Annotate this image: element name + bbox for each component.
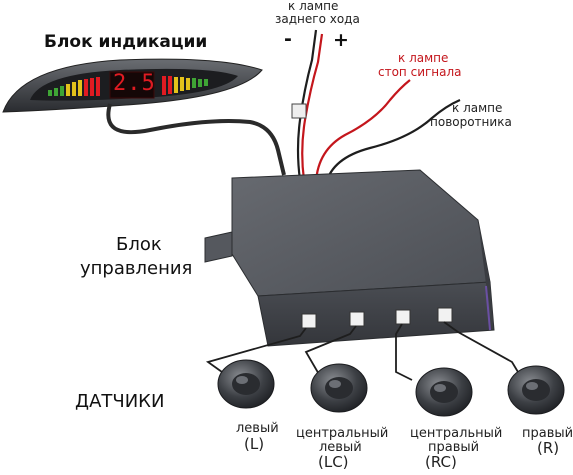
display-unit — [2, 58, 286, 176]
control-unit-top — [231, 169, 491, 297]
control-unit-label-1: Блок — [116, 234, 162, 255]
turn-lamp-wire — [324, 98, 461, 185]
sensor-lc-code: (LC) — [318, 453, 349, 471]
reverse-lamp-label-2: заднего хода — [275, 12, 360, 26]
wires — [291, 29, 461, 185]
reverse-lamp-wire-black — [296, 29, 318, 181]
sensor-lc-name-1: центральный — [296, 426, 389, 441]
left-bar-graph — [48, 77, 100, 96]
brake-lamp-wire — [314, 79, 411, 183]
sensor-l — [217, 359, 275, 409]
minus-sign: - — [284, 28, 292, 50]
connector-rc — [395, 309, 411, 325]
sensor-lc-name-2: левый — [319, 440, 362, 455]
sensor-r — [507, 365, 565, 415]
sensor-rc — [415, 367, 473, 417]
control-unit-label-2: управления — [80, 258, 193, 279]
control-unit — [204, 169, 495, 347]
turn-lamp-label-2: поворотника — [430, 115, 512, 129]
reverse-lamp-wire-red — [301, 33, 324, 181]
sensor-l-name: левый — [236, 421, 279, 436]
display-cable — [106, 103, 286, 176]
plus-sign: + — [333, 29, 349, 51]
sensor-rc-code: (RC) — [425, 453, 457, 471]
reverse-lamp-label-1: к лампе — [288, 0, 339, 13]
sensor-rc-name-1: центральный — [410, 426, 503, 441]
connector-r — [437, 307, 453, 323]
sensor-lc — [310, 363, 368, 413]
control-unit-side — [478, 220, 494, 330]
connector-lc — [349, 311, 365, 327]
fuse-holder — [291, 103, 307, 119]
sensor-rc-name-2: правый — [428, 440, 480, 455]
sensors-label: ДАТЧИКИ — [75, 391, 165, 412]
sensor-cables — [205, 321, 519, 381]
display-unit-title: Блок индикации — [44, 32, 208, 52]
sensor-l-code: (L) — [244, 435, 265, 453]
right-bar-graph — [162, 76, 208, 95]
sensor-r-code: (R) — [537, 439, 560, 457]
brake-lamp-label-2: стоп сигнала — [378, 65, 462, 79]
control-unit-flange — [204, 231, 233, 263]
brake-lamp-label-1: к лампе — [398, 51, 449, 65]
turn-lamp-label-1: к лампе — [452, 101, 503, 115]
digital-readout-frame — [109, 71, 155, 99]
sensor-r-name: правый — [522, 426, 573, 441]
digital-readout: 2.5 — [113, 71, 156, 96]
connector-l — [301, 313, 317, 329]
